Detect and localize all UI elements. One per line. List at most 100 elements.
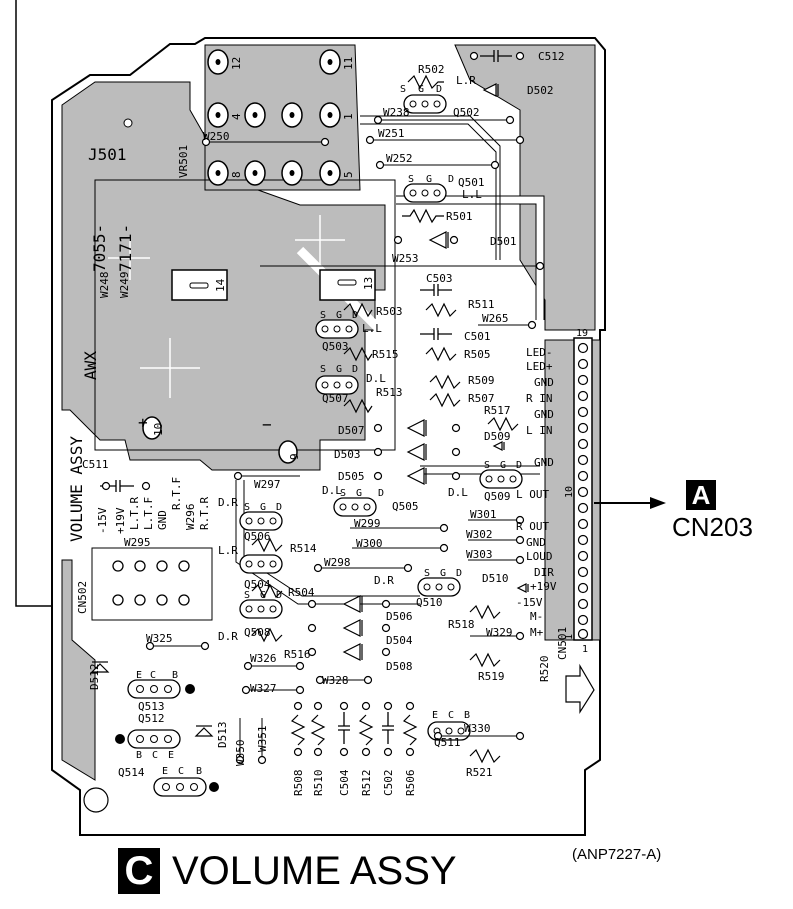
label-q510: Q510 (416, 596, 443, 609)
transistor-pins (136, 100, 517, 791)
label-dr-q506: D.R (218, 496, 238, 509)
label-q505-s: S (340, 488, 346, 499)
label-r512: R512 (360, 770, 373, 797)
label-r519: R519 (478, 670, 505, 683)
label-r507: R507 (468, 392, 495, 405)
label-q505: Q505 (392, 500, 419, 513)
label-w350: W350 (234, 740, 247, 767)
label-c503: C503 (426, 272, 453, 285)
label-q503: Q503 (322, 340, 349, 353)
label-cn501: CN501 (556, 627, 569, 660)
label-lr-q506: L.R (218, 544, 238, 557)
label-w253: W253 (392, 252, 419, 265)
label-r521: R521 (466, 766, 493, 779)
label-q503-g: G (336, 310, 342, 321)
label-w252: W252 (386, 152, 413, 165)
label-w297: W297 (254, 478, 281, 491)
label-q503-d: D (352, 310, 358, 321)
label-q509-g: G (500, 460, 506, 471)
label-w328: W328 (322, 674, 349, 687)
cn501-pin-mid: 10 (564, 486, 575, 498)
label-w302: W302 (466, 528, 493, 541)
label-d508: D508 (386, 660, 413, 673)
label-minus: − (262, 415, 272, 434)
cn502-outline (91, 547, 213, 621)
label-d509: D509 (484, 430, 511, 443)
label-q511: Q511 (434, 736, 461, 749)
label-model-1: 7055- (90, 224, 109, 272)
label-q512-c: C (152, 750, 158, 761)
label-q509-d: D (516, 460, 522, 471)
transistor-tabs (115, 684, 219, 792)
cn501-signal-loud: LOUD (526, 550, 553, 563)
label-q506-g: G (260, 502, 266, 513)
label-q501: Q501 (458, 176, 485, 189)
label-w327: W327 (250, 682, 277, 695)
cn501-signal-r-out: R OUT (516, 520, 549, 533)
label-r502: R502 (418, 63, 445, 76)
label-d512: D512 (88, 664, 101, 691)
mounting-hole-bottom (83, 787, 109, 813)
label-w250: W250 (203, 130, 230, 143)
label-q512-b: B (136, 750, 142, 761)
label-ll-q503: L.L (362, 322, 382, 335)
vr501-outline (94, 179, 396, 451)
label-q513-c: C (150, 670, 156, 681)
label-plus: + (138, 413, 148, 432)
label-w265: W265 (482, 312, 509, 325)
pots-pins (142, 416, 298, 464)
label-q509-s: S (484, 460, 490, 471)
label-w298: W298 (324, 556, 351, 569)
label-w329: W329 (486, 626, 513, 639)
label-q507-s: S (320, 364, 326, 375)
label-q513-b: B (172, 670, 178, 681)
label-r506: R506 (404, 770, 417, 797)
cn501-signal-led-minus: LED- (526, 346, 553, 359)
label-q502-g: G (418, 84, 424, 95)
label-pad-5: 5 (342, 171, 355, 178)
label-r501: R501 (446, 210, 473, 223)
connector-letter-badge: A (686, 480, 716, 510)
label-q509: Q509 (484, 490, 511, 503)
label-r504: R504 (288, 586, 315, 599)
label-pad-8: 8 (230, 171, 243, 178)
label-r511: R511 (468, 298, 495, 311)
label-m15v-side: -15V (96, 507, 109, 534)
label-q505-g: G (356, 488, 362, 499)
label-ll-q501: L.L (462, 188, 482, 201)
label-r505: R505 (464, 348, 491, 361)
label-w296: W296 (184, 504, 197, 531)
cn501-signal-gnd-3: GND (534, 456, 554, 469)
label-w248: W248 (98, 272, 111, 299)
label-w300: W300 (356, 537, 383, 550)
label-q508: Q508 (244, 626, 271, 639)
label-q514-e: E (162, 766, 168, 777)
label-pad-1: 1 (342, 113, 355, 120)
label-rtf: R.T.F (170, 477, 183, 510)
label-r515: R515 (372, 348, 399, 361)
ground-pour-bottom-left (61, 559, 96, 781)
label-pad-12: 12 (230, 57, 243, 70)
label-d504: D504 (386, 634, 413, 647)
label-r509: R509 (468, 374, 495, 387)
label-pad-10: 10 (152, 423, 165, 436)
label-r520: R520 (538, 656, 551, 683)
label-dl-q507: D.L (366, 372, 386, 385)
label-awx: AWX (81, 351, 100, 380)
label-q512-e: E (168, 750, 174, 761)
label-d507: D507 (338, 424, 365, 437)
label-q502-s: S (400, 84, 406, 95)
label-r508: R508 (292, 770, 305, 797)
label-d505: D505 (338, 470, 365, 483)
label-d506: D506 (386, 610, 413, 623)
label-q506-d: D (276, 502, 282, 513)
label-w299: W299 (354, 517, 381, 530)
label-p19v-side: +19V (114, 507, 127, 534)
jumper-ends (101, 51, 545, 765)
label-c501: C501 (464, 330, 491, 343)
label-w249: W249 (118, 272, 131, 299)
label-r513: R513 (376, 386, 403, 399)
label-q514: Q514 (118, 766, 145, 779)
label-q513-e: E (136, 670, 142, 681)
